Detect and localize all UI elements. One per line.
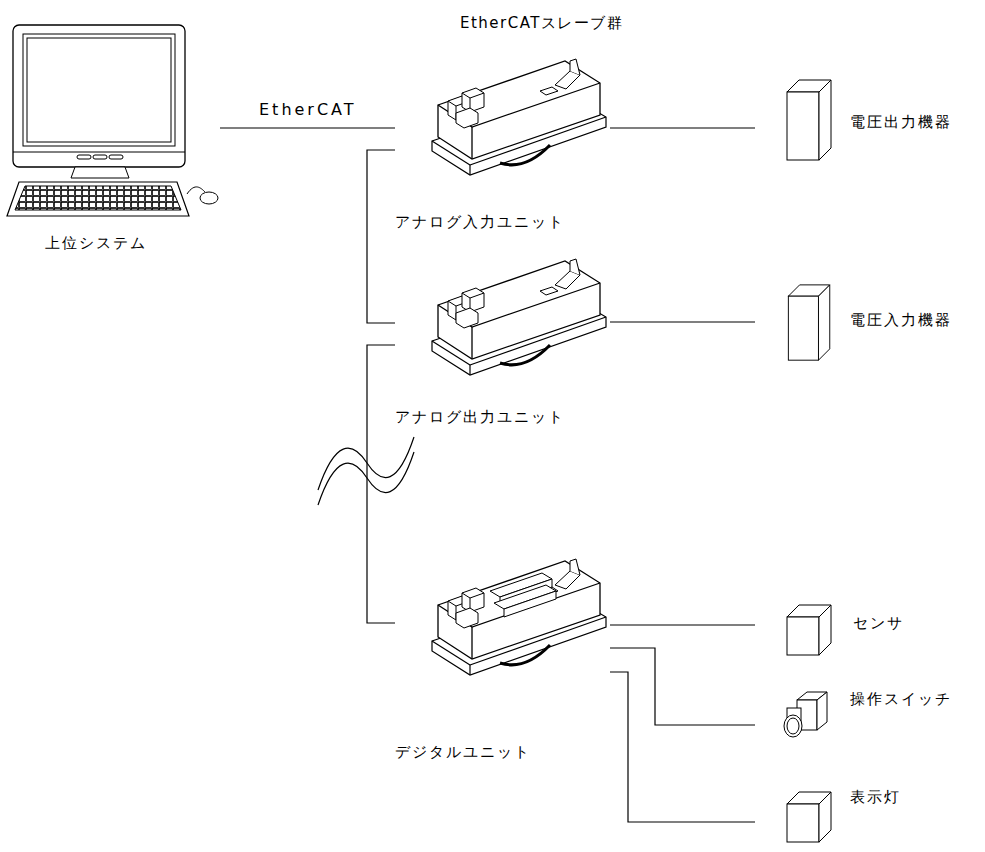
box-illustration — [785, 78, 835, 163]
node-label: 上位システム — [45, 234, 147, 252]
analog-output-unit: アナログ出力ユニット — [395, 248, 610, 433]
node-label: 表示灯 — [850, 788, 901, 806]
cable-line — [367, 345, 395, 623]
diagram-title: EtherCATスレーブ群 — [460, 14, 624, 32]
node-label: センサ — [853, 614, 904, 632]
cable-line — [610, 127, 755, 128]
operation-switch: 操作スイッチ — [755, 685, 956, 743]
node-label: デジタルユニット — [395, 743, 531, 761]
edge-label: EtherCAT — [257, 100, 359, 119]
voltage-input-device: 電圧入力機器 — [755, 283, 956, 363]
node-label: 電圧出力機器 — [850, 113, 952, 131]
cable-line — [610, 672, 755, 822]
wave-line — [318, 452, 414, 505]
unit-illustration — [430, 253, 610, 428]
smallbox-illustration — [785, 790, 835, 845]
smallbox-illustration — [785, 603, 835, 658]
voltage-output-device: 電圧出力機器 — [755, 78, 956, 163]
switch-illustration — [783, 688, 833, 743]
node-label: 電圧入力機器 — [850, 311, 952, 329]
cable-line — [367, 150, 395, 323]
cable-line — [610, 624, 755, 625]
pc-illustration — [5, 22, 220, 222]
cable-line — [610, 321, 755, 322]
node-label: 操作スイッチ — [850, 690, 952, 708]
wave-line — [318, 437, 414, 490]
cable-line — [610, 648, 755, 725]
indicator-lamp: 表示灯 — [755, 785, 955, 847]
unit-illustration — [430, 53, 610, 228]
cable-line — [220, 127, 395, 128]
node-label: アナログ入力ユニット — [395, 213, 565, 231]
analog-input-unit: アナログ入力ユニット — [395, 48, 610, 238]
host-computer: 上位システム — [5, 22, 220, 262]
sensor: センサ — [755, 600, 955, 658]
unitd-illustration — [430, 553, 610, 728]
digital-unit: デジタルユニット — [395, 548, 610, 773]
node-label: アナログ出力ユニット — [395, 408, 565, 426]
box-illustration — [785, 283, 835, 363]
